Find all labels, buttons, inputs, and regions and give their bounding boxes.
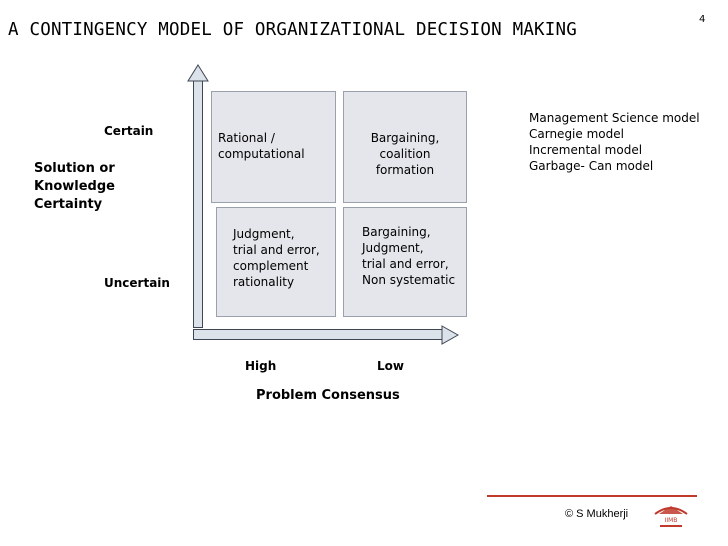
model-item: Carnegie model xyxy=(529,127,624,141)
quadrant-text: Bargaining, coalition formation xyxy=(370,131,440,177)
vertical-axis-arrow-head xyxy=(187,64,209,82)
copyright-text: © S Mukherji xyxy=(565,508,629,520)
model-item: Garbage- Can model xyxy=(529,159,654,173)
x-axis-right-label: Low xyxy=(377,359,404,373)
quadrant-bottom-left: Judgment, trial and error, complement ra… xyxy=(216,207,336,317)
horizontal-axis-arrow-shaft xyxy=(193,329,443,340)
x-axis-label: Problem Consensus xyxy=(256,388,400,403)
slide-number: 4 xyxy=(699,14,706,25)
y-axis-label: Solution or Knowledge Certainty xyxy=(34,160,115,214)
quadrant-bottom-right: Bargaining, Judgment, trial and error, N… xyxy=(343,207,467,317)
footer-divider xyxy=(487,495,697,497)
model-item: Management Science model xyxy=(529,111,700,125)
y-axis-label-line: Solution or xyxy=(34,161,115,176)
quadrant-top-left: Rational / computational xyxy=(211,91,336,203)
quadrant-top-right: Bargaining, coalition formation xyxy=(343,91,467,203)
quadrant-text: Judgment, trial and error, complement ra… xyxy=(233,227,320,289)
slide-title: A CONTINGENCY MODEL OF ORGANIZATIONAL DE… xyxy=(8,20,578,40)
model-list: Management Science model Carnegie model … xyxy=(529,110,700,174)
y-axis-bottom-label: Uncertain xyxy=(104,276,170,290)
x-axis-left-label: High xyxy=(245,359,277,373)
logo-text: IIMB xyxy=(665,517,678,524)
quadrant-text: Rational / computational xyxy=(218,131,305,161)
y-axis-top-label: Certain xyxy=(104,124,154,138)
quadrant-text: Bargaining, Judgment, trial and error, N… xyxy=(362,225,456,287)
y-axis-label-line: Knowledge xyxy=(34,179,115,194)
vertical-axis-arrow-shaft xyxy=(193,80,203,328)
model-item: Incremental model xyxy=(529,143,643,157)
iimb-logo-icon: IIMB xyxy=(654,506,688,527)
horizontal-axis-arrow-head xyxy=(441,325,459,345)
y-axis-label-line: Certainty xyxy=(34,197,103,212)
